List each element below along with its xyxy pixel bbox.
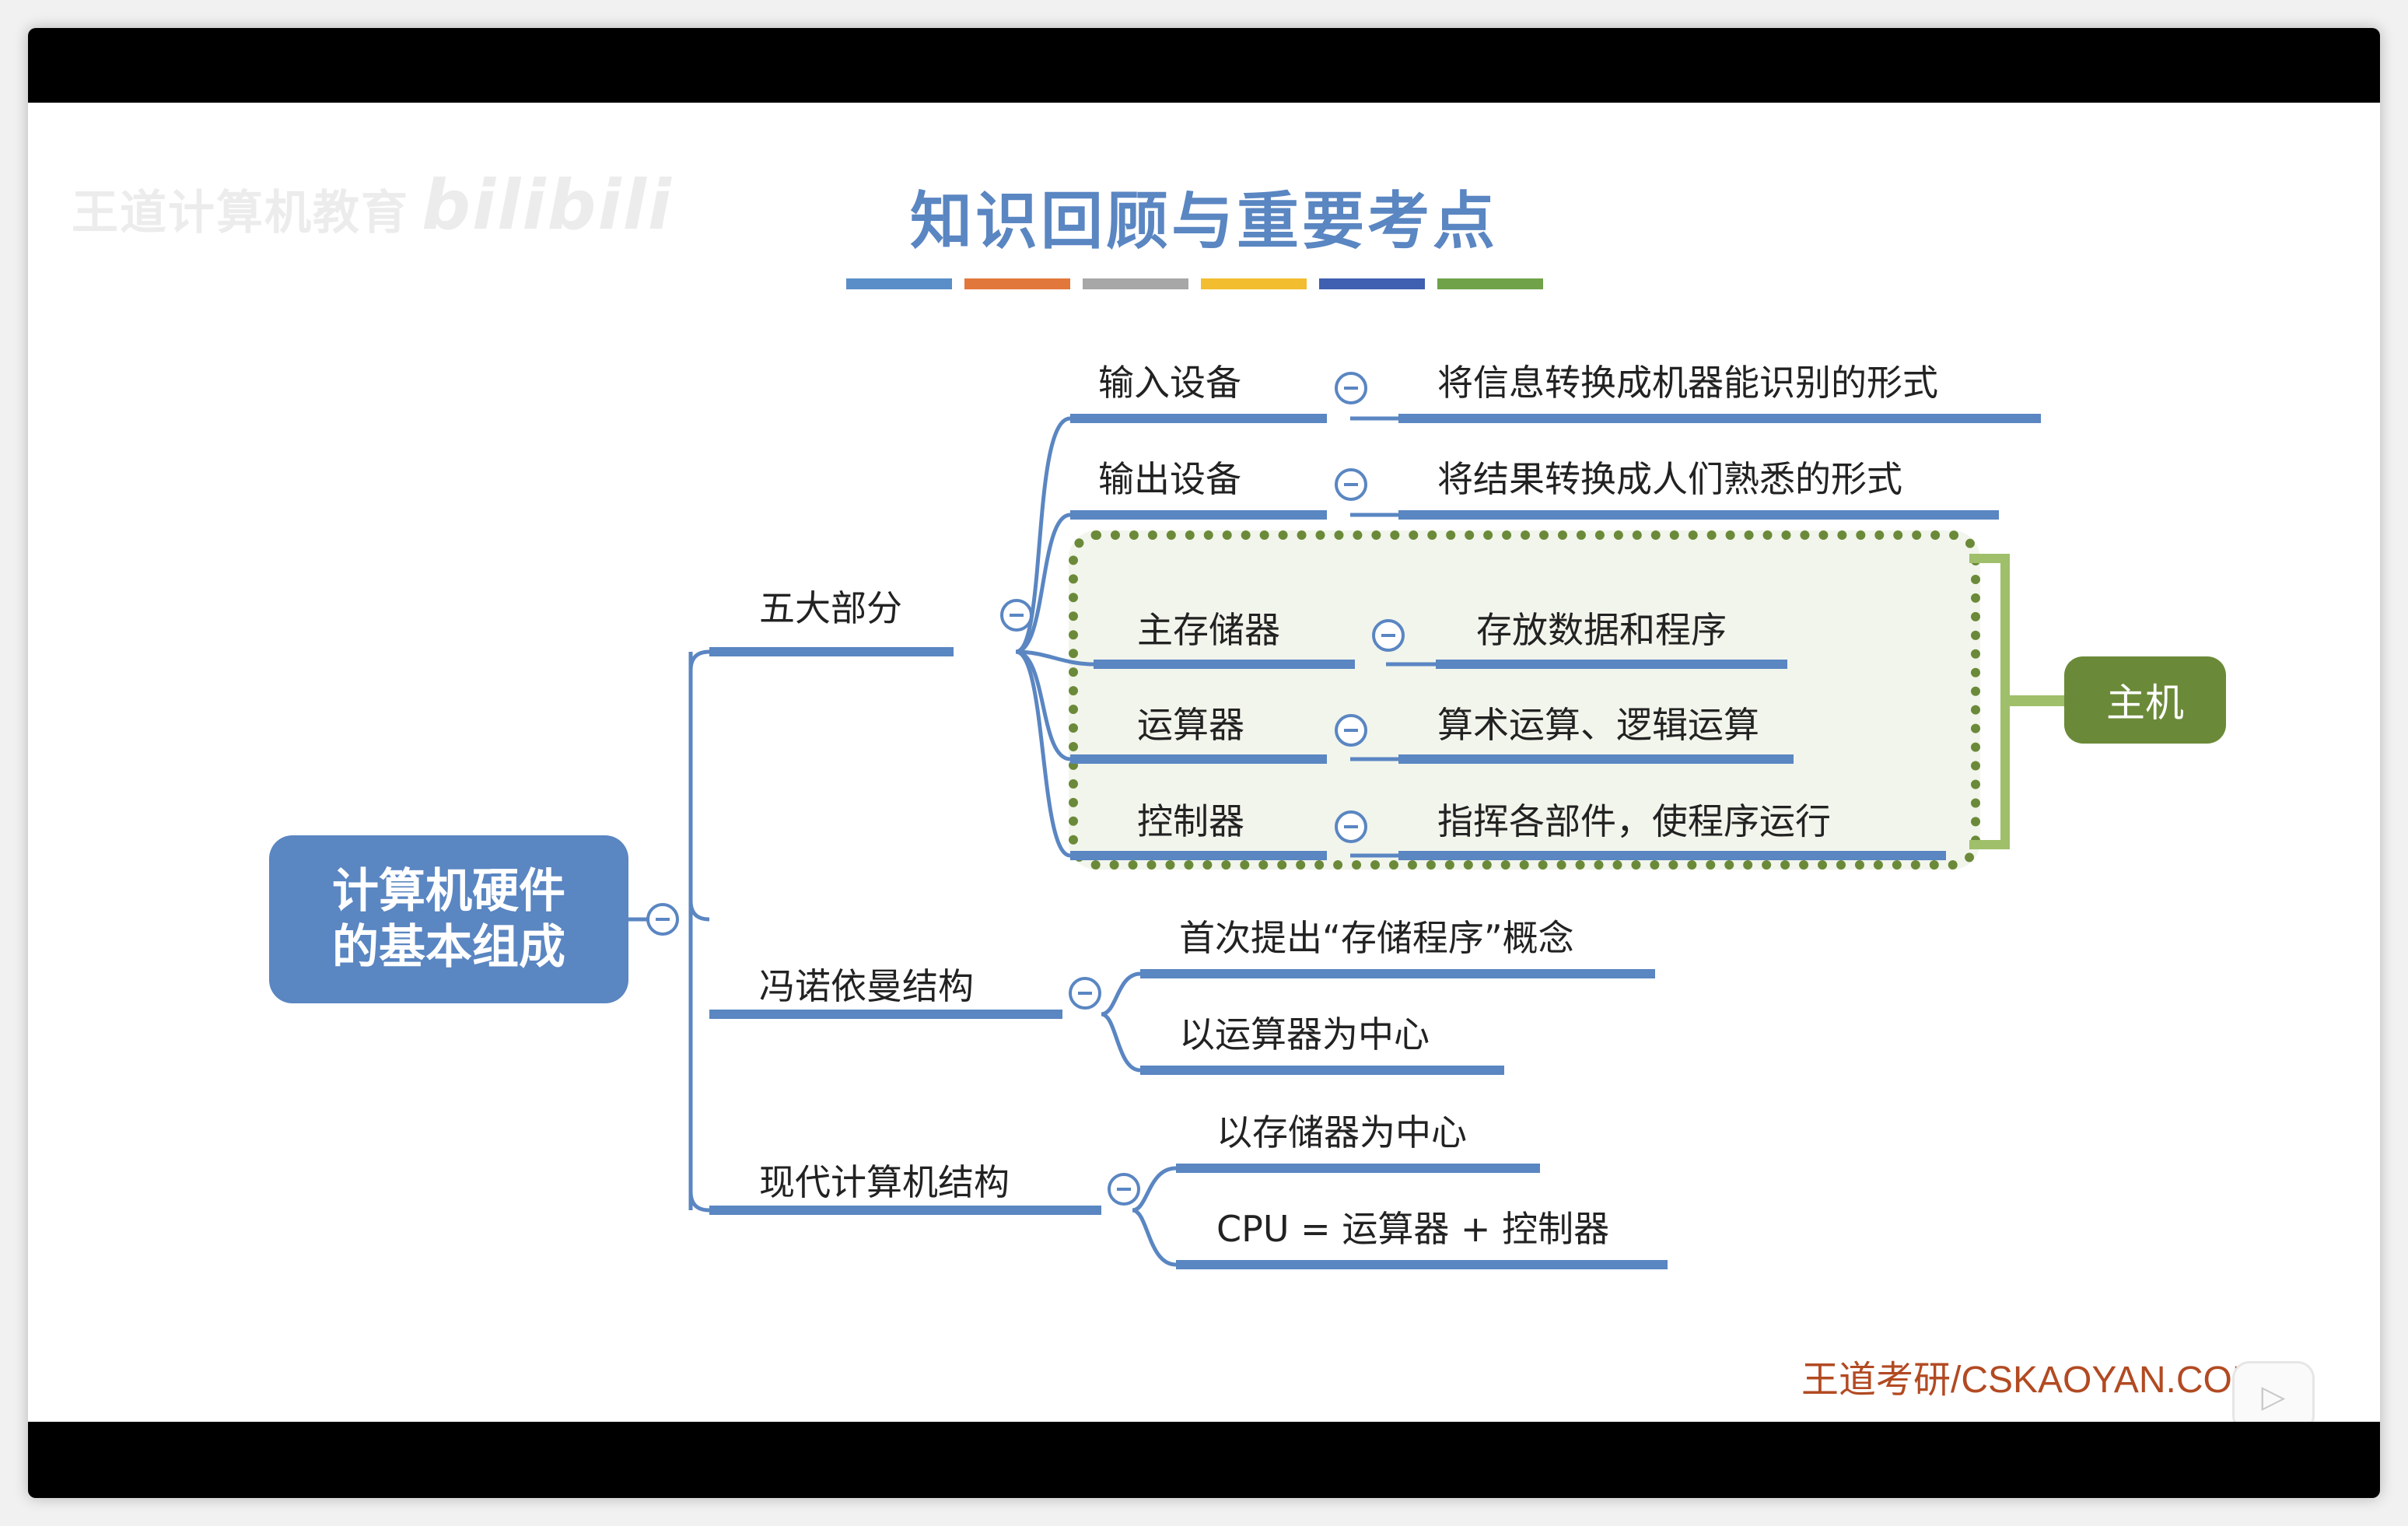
main-memory-underline — [1094, 660, 1355, 669]
control-unit-label: 控制器 — [1137, 800, 1244, 842]
output-device-desc-underline — [1398, 510, 1999, 520]
collapse-five-parts-icon[interactable] — [1000, 599, 1033, 632]
mindmap-connectors — [628, 416, 1436, 1267]
connector-vn-2 — [1101, 1012, 1141, 1073]
connector-five-5 — [1015, 649, 1071, 858]
accent-bar-6 — [1437, 278, 1543, 289]
brand-footer: 王道考研/CSKAOYAN.COM — [1801, 1360, 2263, 1401]
collapse-root-icon[interactable] — [646, 903, 679, 936]
connector-five-4 — [1015, 649, 1071, 761]
alu-desc-underline — [1398, 754, 1794, 764]
modern-item-1-underline — [1176, 1164, 1540, 1173]
modern-item-2: CPU = 运算器 + 控制器 — [1216, 1208, 1610, 1250]
von-neumann-item-1: 首次提出“存储程序”概念 — [1179, 917, 1574, 959]
alu-desc: 算术运算、逻辑运算 — [1437, 704, 1759, 746]
host-group-region — [1069, 530, 1980, 870]
collapse-output-icon[interactable] — [1335, 468, 1367, 501]
von-neumann-item-1-underline — [1140, 969, 1655, 978]
collapse-memory-icon[interactable] — [1372, 619, 1405, 652]
branch-modern-label: 现代计算机结构 — [759, 1161, 1010, 1203]
connector-modern-1 — [1132, 1166, 1177, 1213]
modern-item-2-underline — [1176, 1260, 1668, 1269]
von-neumann-item-2: 以运算器为中心 — [1179, 1013, 1430, 1055]
play-icon: ▷ — [2261, 1379, 2286, 1415]
branch-von-neumann-label: 冯诺依曼结构 — [759, 965, 974, 1007]
input-device-label: 输入设备 — [1098, 362, 1241, 404]
control-unit-desc: 指挥各部件，使程序运行 — [1437, 800, 1831, 842]
watermark-org: 王道计算机教育 — [72, 186, 409, 240]
modern-item-1: 以存储器为中心 — [1216, 1111, 1467, 1153]
root-node: 计算机硬件 的基本组成 — [269, 835, 628, 1003]
input-device-underline — [1070, 414, 1327, 423]
main-memory-desc-underline — [1436, 660, 1787, 669]
output-device-desc: 将结果转换成人们熟悉的形式 — [1437, 458, 1902, 500]
connector-branch-2 — [688, 900, 710, 922]
accent-bar-3 — [1083, 278, 1188, 289]
control-unit-desc-underline — [1398, 851, 1946, 860]
main-memory-label: 主存储器 — [1137, 609, 1280, 651]
host-bracket — [1969, 554, 2010, 849]
connector-branch-1 — [688, 649, 710, 671]
play-button[interactable]: ▷ — [2232, 1361, 2315, 1422]
connector-five-1 — [1015, 416, 1071, 654]
main-memory-desc: 存放数据和程序 — [1476, 609, 1727, 651]
accent-bar-4 — [1201, 278, 1307, 289]
collapse-input-icon[interactable] — [1335, 372, 1367, 404]
collapse-control-icon[interactable] — [1335, 810, 1367, 843]
collapse-alu-icon[interactable] — [1335, 714, 1367, 747]
control-unit-underline — [1070, 851, 1327, 860]
connector-branch-3 — [688, 1191, 710, 1213]
connector-modern-2 — [1132, 1208, 1177, 1267]
accent-bar-2 — [964, 278, 1070, 289]
accent-bar-5 — [1319, 278, 1425, 289]
output-device-underline — [1070, 510, 1327, 520]
output-device-label: 输出设备 — [1098, 458, 1241, 500]
branch-five-parts-label: 五大部分 — [759, 587, 902, 629]
branch-modern-underline — [709, 1206, 1101, 1215]
host-node: 主机 — [2064, 656, 2226, 744]
connector-vn-1 — [1101, 971, 1141, 1017]
slide-title: 知识回顾与重要考点 — [910, 184, 1498, 257]
collapse-modern-icon[interactable] — [1108, 1173, 1140, 1206]
host-bracket-stem — [2010, 695, 2066, 706]
collapse-von-neumann-icon[interactable] — [1069, 977, 1101, 1010]
input-device-desc: 将信息转换成机器能识别的形式 — [1437, 362, 1938, 404]
watermark-site: bilibili — [422, 165, 673, 245]
branch-von-neumann-underline — [709, 1010, 1062, 1019]
accent-bar-1 — [846, 278, 952, 289]
branch-five-parts-underline — [709, 647, 954, 656]
alu-underline — [1070, 754, 1327, 764]
connector-five-2 — [1015, 513, 1071, 654]
root-line-1: 计算机硬件 — [332, 864, 565, 919]
alu-label: 运算器 — [1137, 704, 1244, 746]
root-line-2: 的基本组成 — [332, 920, 565, 975]
input-device-desc-underline — [1398, 414, 2041, 423]
von-neumann-item-2-underline — [1140, 1066, 1504, 1075]
connector-five-3 — [1015, 649, 1094, 667]
